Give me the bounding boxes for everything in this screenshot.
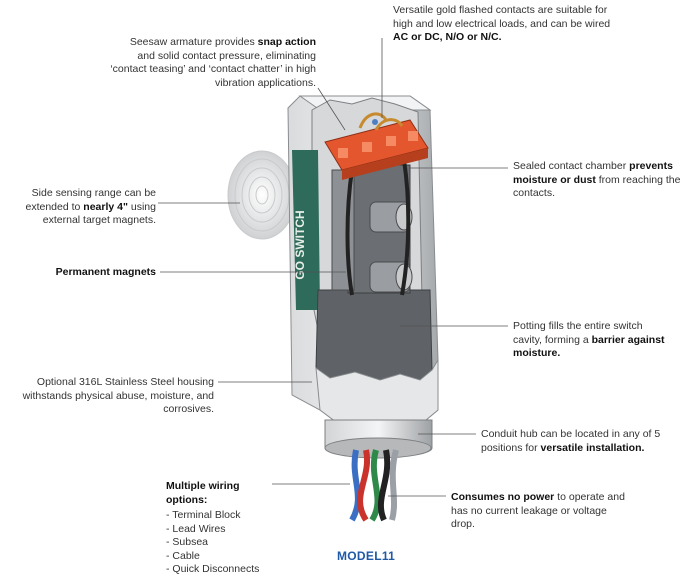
model-label: MODEL11 (337, 549, 396, 563)
wiring-option: - Subsea (166, 536, 209, 548)
power-bold: Consumes no power (451, 491, 555, 503)
permanent-magnets (369, 201, 413, 293)
callout-housing: Optional 316L Stainless Steel housing wi… (12, 376, 214, 417)
potting-bold: barrier against moisture. (513, 333, 665, 360)
callout-side-sensing: Side sensing range can be extended to ne… (2, 187, 157, 228)
wiring-option: - Lead Wires (166, 522, 226, 535)
conduit-hub (324, 419, 433, 459)
leader-seesaw (317, 87, 346, 131)
side-sensing-bold: nearly 4" (83, 200, 128, 213)
housing-text: Optional 316L Stainless Steel housing wi… (22, 376, 214, 415)
wiring-option: - Quick Disconnects (166, 563, 260, 575)
contacts-bold: AC or DC, N/O or N/C. (393, 31, 502, 43)
lead-wires-internal (345, 159, 411, 296)
potting-text: Potting fills the entire switch cavity, … (513, 320, 643, 346)
gold-contacts (358, 112, 404, 131)
sealed-text-end: from reaching the contacts. (513, 173, 681, 200)
wiring-options-list: - Terminal Block - Lead Wires - Subsea -… (166, 509, 276, 577)
callout-power: Consumes no power to operate and has no … (451, 491, 631, 532)
wiring-title: Multiple wiring options: (166, 480, 240, 506)
callout-potting: Potting fills the entire switch cavity, … (513, 320, 673, 361)
conduit-text: Conduit hub can be located in any of 5 p… (481, 428, 661, 454)
callout-wiring-options: Multiple wiring options: - Terminal Bloc… (166, 480, 276, 577)
sealed-text: Sealed contact chamber (513, 160, 630, 172)
callout-sealed-chamber: Sealed contact chamber prevents moisture… (513, 160, 689, 201)
callout-contacts: Versatile gold flashed contacts are suit… (393, 4, 617, 45)
callout-seesaw: Seesaw armature provides snap action and… (110, 36, 316, 90)
seesaw-bold: snap action (257, 36, 316, 48)
wiring-option: - Cable (166, 549, 200, 562)
power-text: to operate and has no current leakage or… (451, 491, 625, 530)
contacts-text: Versatile gold flashed contacts are suit… (393, 4, 611, 30)
callout-conduit-hub: Conduit hub can be located in any of 5 p… (481, 428, 671, 455)
leader-lines (158, 38, 508, 497)
magnets-bold: Permanent magnets (55, 266, 156, 278)
seesaw-text: Seesaw armature provides (129, 36, 258, 48)
side-sensing-text-end: using external target magnets. (42, 200, 156, 227)
conduit-bold: versatile installation. (540, 441, 645, 454)
callout-permanent-magnets: Permanent magnets (20, 266, 156, 280)
side-sensing-text: Side sensing range can be extended to (25, 187, 157, 213)
go-switch-label: GO SWITCH (292, 150, 320, 310)
external-lead-wires (349, 449, 399, 522)
sealed-bold: prevents moisture or dust (513, 160, 673, 186)
potting-compound (315, 289, 439, 426)
label-text: GO SWITCH (293, 210, 307, 279)
seesaw-text-end: and solid contact pressure, eliminating … (110, 49, 316, 89)
magnetic-field-rings (227, 150, 297, 240)
terminal-block (324, 119, 429, 180)
wiring-option: - Terminal Block (166, 509, 241, 521)
